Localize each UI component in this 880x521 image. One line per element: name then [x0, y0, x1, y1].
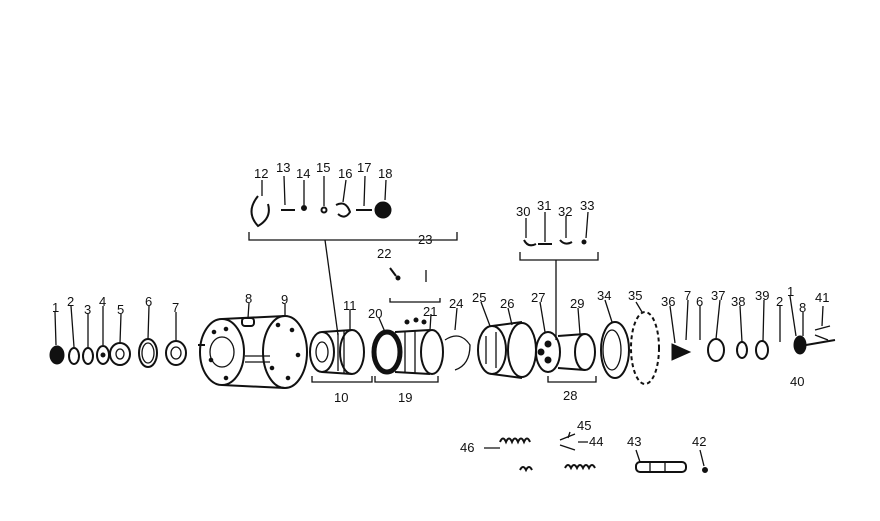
callout-31: 31 [537, 198, 551, 213]
part-8-oil-clip [241, 317, 255, 327]
callout-45: 45 [577, 418, 591, 433]
callout-18: 18 [378, 166, 392, 181]
part-38-washer [736, 341, 748, 359]
callout-46: 46 [460, 440, 474, 455]
callout-37: 37 [711, 288, 725, 303]
callout-7-right: 7 [684, 288, 691, 303]
callout-10: 10 [334, 390, 348, 405]
part-14-key [301, 205, 307, 211]
callout-7-left: 7 [172, 300, 179, 315]
part-19-driver [394, 329, 444, 375]
part-20-driver-ring [371, 329, 403, 375]
callout-14: 14 [296, 166, 310, 181]
callout-17: 17 [357, 160, 371, 175]
callout-6-right: 6 [696, 294, 703, 309]
part-22-screw [389, 267, 401, 281]
part-12-spring-ring [250, 195, 270, 228]
callout-5: 5 [117, 302, 124, 317]
part-21-pawls [404, 317, 427, 325]
bracket-group-19 [374, 376, 439, 383]
bracket-group-10 [311, 376, 373, 383]
callout-24: 24 [449, 296, 463, 311]
part-41-indicator [814, 325, 831, 341]
callout-19: 19 [398, 390, 412, 405]
callout-38: 38 [731, 294, 745, 309]
part-37-cone [707, 338, 725, 362]
callout-4: 4 [99, 294, 106, 309]
callout-11: 11 [343, 298, 357, 313]
part-43-shaft [635, 461, 687, 473]
callout-8-left: 8 [245, 291, 252, 306]
part-3-washer [82, 347, 94, 365]
callout-8-right: 8 [799, 300, 806, 315]
part-39-nut [755, 340, 769, 360]
callout-43: 43 [627, 434, 641, 449]
part-10-ball-ring-assembly [309, 329, 365, 375]
callout-16: 16 [338, 166, 352, 181]
part-34-cup [600, 321, 630, 379]
callout-29: 29 [570, 296, 584, 311]
callout-9: 9 [281, 292, 288, 307]
bracket-group-12-18 [248, 232, 458, 336]
callout-3: 3 [84, 302, 91, 317]
callout-34: 34 [597, 288, 611, 303]
callout-13: 13 [276, 160, 290, 175]
part-4-cone-nut [96, 345, 110, 365]
part-27-planet-cage [535, 331, 561, 373]
callout-32: 32 [558, 204, 572, 219]
callout-23: 23 [418, 232, 432, 247]
part-42-ball [702, 467, 708, 473]
callout-42: 42 [692, 434, 706, 449]
part-36-spider [671, 343, 692, 361]
callout-21: 21 [423, 304, 437, 319]
leader-lines [54, 175, 824, 467]
part-46-spring [499, 437, 533, 473]
part-44-45-springs [559, 433, 596, 471]
callout-6-left: 6 [145, 294, 152, 309]
part-26-gear-ring [477, 321, 537, 379]
callout-22: 22 [377, 246, 391, 261]
callout-27: 27 [531, 290, 545, 305]
part-6-dust-cap [138, 338, 158, 368]
part-40-axle-end [793, 335, 836, 355]
callout-44: 44 [589, 434, 603, 449]
part-35-sprocket [630, 311, 660, 385]
callout-36: 36 [661, 294, 675, 309]
part-5-bearing-cone [109, 342, 131, 366]
bracket-group-21 [389, 298, 441, 303]
callout-33: 33 [580, 198, 594, 213]
callout-1-left: 1 [52, 300, 59, 315]
part-2-washer [68, 347, 80, 365]
part-15-ball [320, 206, 328, 214]
callout-26: 26 [500, 296, 514, 311]
callout-41: 41 [815, 290, 829, 305]
callout-2-right: 2 [776, 294, 783, 309]
callout-2-left: 2 [67, 294, 74, 309]
callout-30: 30 [516, 204, 530, 219]
callout-40: 40 [790, 374, 804, 389]
callout-25: 25 [472, 290, 486, 305]
callout-39: 39 [755, 288, 769, 303]
callout-35: 35 [628, 288, 642, 303]
callout-labels: 1 2 3 4 5 6 7 8 9 10 11 12 13 14 15 16 1… [52, 160, 829, 455]
bracket-group-28 [547, 376, 597, 383]
bracket-group-30-33 [519, 252, 599, 340]
callout-20: 20 [368, 306, 382, 321]
part-16-pawl [335, 202, 352, 218]
part-9-hub-shell [198, 315, 308, 389]
part-18-bushing [374, 201, 392, 219]
part-1-axle-nut [49, 345, 65, 365]
part-24-clutch-sleeve [444, 335, 471, 371]
callout-28: 28 [563, 388, 577, 403]
part-29-cage-body [557, 333, 596, 371]
part-7-bearing [165, 340, 187, 366]
callout-12: 12 [254, 166, 268, 181]
part-30-33-pawl-parts [523, 239, 587, 247]
callout-15: 15 [316, 160, 330, 175]
callout-1-right: 1 [787, 284, 794, 299]
